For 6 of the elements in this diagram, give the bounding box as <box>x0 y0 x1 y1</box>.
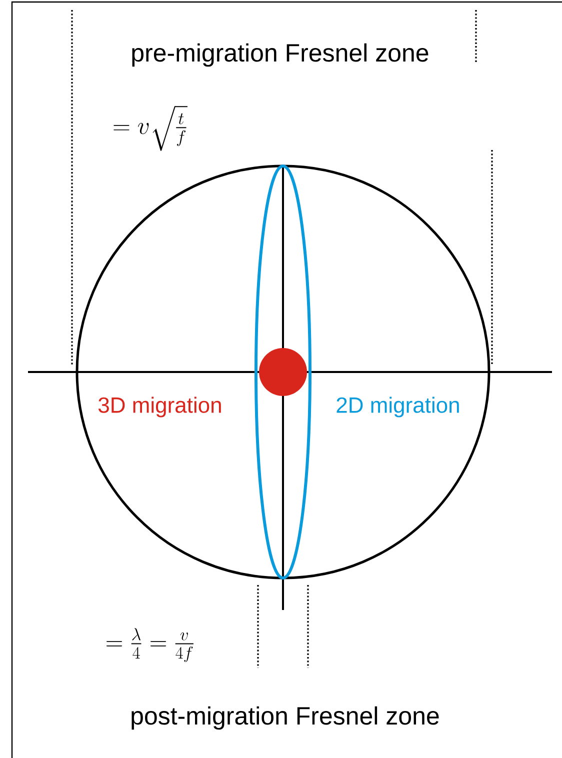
label: 2D migration <box>336 396 459 418</box>
formula: $=v\sqrt{\frac{t}{f}}$ <box>114 106 188 151</box>
formula: $=\frac{\lambda}{4}=\frac{v}{4f}$ <box>106 628 194 662</box>
label: post-migration Fresnel zone <box>132 706 439 730</box>
label: 3D migration <box>98 396 221 418</box>
label: pre-migration Fresnel zone <box>132 43 428 67</box>
